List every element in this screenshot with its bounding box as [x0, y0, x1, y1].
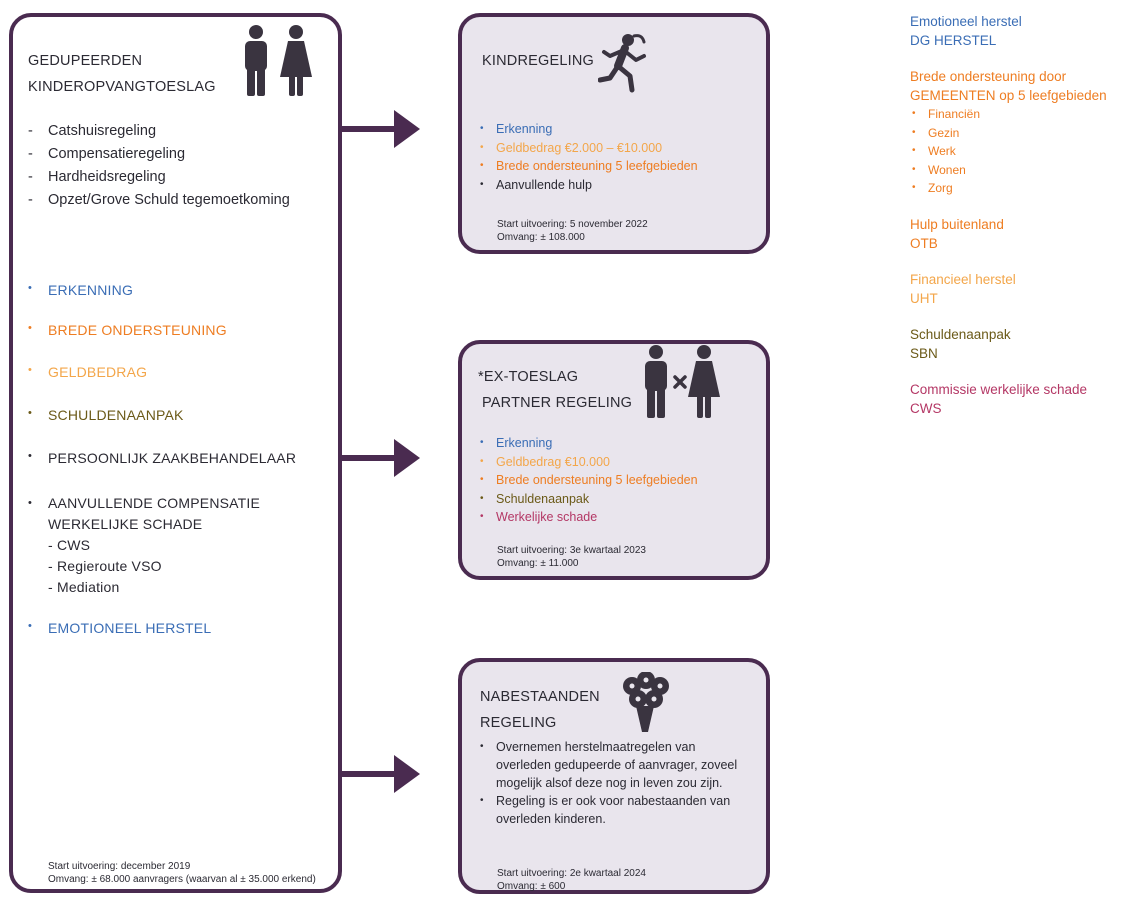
legend-line: Commissie werkelijke schade	[910, 381, 1088, 397]
legend-financieel: Financieel herstel UHT	[910, 270, 1125, 308]
legend-line: Schuldenaanpak	[910, 326, 1011, 342]
list-item: Werk	[910, 142, 1125, 161]
nabestaanden-title: NABESTAANDEN REGELING	[480, 684, 600, 736]
list-item: Financiën	[910, 105, 1125, 124]
list-item: Geldbedrag €10.000	[476, 453, 761, 472]
left-omvang-text: Omvang: ± 68.000 aanvragers (waarvan al …	[48, 874, 316, 885]
pillar-brede-ondersteuning: BREDE ONDERSTEUNING	[28, 322, 227, 338]
list-item: Brede ondersteuning 5 leefgebieden	[476, 157, 761, 176]
leefgebieden-list: Financiën Gezin Werk Wonen Zorg	[910, 105, 1125, 198]
flower-bouquet-icon	[623, 672, 669, 732]
list-item: - CWS	[48, 537, 91, 553]
list-item: Regeling is er ook voor nabestaanden van…	[476, 792, 746, 828]
nabestaanden-footer: Start uitvoering: 2e kwartaal 2024 Omvan…	[497, 867, 646, 893]
regelingen-list: Catshuisregeling Compensatieregeling Har…	[26, 120, 290, 212]
nabestaanden-items: Overnemen herstelmaatregelen van overled…	[476, 738, 746, 828]
legend-line: Financieel herstel	[910, 271, 1016, 287]
list-item: Erkenning	[476, 434, 761, 453]
kindregeling-items: Erkenning Geldbedrag €2.000 – €10.000 Br…	[476, 120, 761, 194]
compensatie-subitems: - CWS - Regieroute VSO - Mediation	[48, 535, 260, 598]
list-item: Geldbedrag €2.000 – €10.000	[476, 139, 761, 158]
legend-line: SBN	[910, 345, 938, 361]
arrow-to-kindregeling	[342, 110, 420, 148]
list-item: Wonen	[910, 161, 1125, 180]
man-woman-icon	[245, 25, 312, 96]
legend-schuldenaanpak: Schuldenaanpak SBN	[910, 325, 1125, 363]
running-child-icon	[598, 34, 646, 93]
kind-omvang-text: Omvang: ± 108.000	[497, 232, 585, 243]
ex-toeslag-title: *EX-TOESLAG PARTNER REGELING	[478, 364, 632, 416]
left-title-line2: KINDEROPVANGTOESLAG	[28, 79, 216, 95]
compensatie-line2: WERKELIJKE SCHADE	[48, 516, 203, 532]
legend-line: GEMEENTEN op 5 leefgebieden	[910, 88, 1107, 103]
ex-omvang-text: Omvang: ± 11.000	[497, 558, 579, 569]
legend-commissie: Commissie werkelijke schade CWS	[910, 380, 1125, 418]
ex-title-line2: PARTNER REGELING	[482, 395, 633, 411]
list-item: - Mediation	[48, 579, 120, 595]
arrow-to-nabestaanden	[342, 755, 420, 793]
kindregeling-title: KINDREGELING	[482, 53, 594, 69]
list-item: Aanvullende hulp	[476, 176, 761, 195]
list-item: Overnemen herstelmaatregelen van overled…	[476, 738, 746, 792]
pillar-persoonlijk-zaakbehandelaar: PERSOONLIJK ZAAKBEHANDELAAR	[28, 450, 296, 466]
legend-line: Brede ondersteuning door	[910, 69, 1067, 84]
ex-toeslag-items: Erkenning Geldbedrag €10.000 Brede onder…	[476, 434, 761, 527]
nab-start-text: Start uitvoering: 2e kwartaal 2024	[497, 868, 646, 879]
ex-toeslag-footer: Start uitvoering: 3e kwartaal 2023 Omvan…	[497, 544, 646, 570]
left-start-text: Start uitvoering: december 2019	[48, 861, 191, 872]
list-item: Erkenning	[476, 120, 761, 139]
separated-couple-icon	[645, 345, 720, 418]
nab-title-line2: REGELING	[480, 715, 557, 731]
legend-brede: Brede ondersteuning door GEMEENTEN op 5 …	[910, 67, 1125, 198]
list-item: Zorg	[910, 179, 1125, 198]
pillar-schuldenaanpak: SCHULDENAANPAK	[28, 407, 184, 423]
legend-line: Emotioneel herstel	[910, 14, 1022, 29]
organisation-legend: Emotioneel herstel DG HERSTEL Brede onde…	[910, 12, 1125, 435]
legend-line: Hulp buitenland	[910, 216, 1004, 232]
list-item: Brede ondersteuning 5 leefgebieden	[476, 471, 761, 490]
left-panel-footer: Start uitvoering: december 2019 Omvang: …	[48, 860, 338, 886]
list-item: Gezin	[910, 124, 1125, 143]
legend-hulp-buitenland: Hulp buitenland OTB	[910, 215, 1125, 253]
nab-title-line1: NABESTAANDEN	[480, 689, 600, 705]
legend-line: CWS	[910, 400, 942, 416]
nab-omvang-text: Omvang: ± 600	[497, 881, 566, 892]
pillar-erkenning: ERKENNING	[28, 282, 133, 298]
list-item: Schuldenaanpak	[476, 490, 761, 509]
arrow-to-ex-toeslag	[342, 439, 420, 477]
ex-title-line1: *EX-TOESLAG	[478, 369, 579, 385]
list-item: Hardheidsregeling	[26, 166, 290, 189]
ex-start-text: Start uitvoering: 3e kwartaal 2023	[497, 545, 646, 556]
legend-line: UHT	[910, 290, 938, 306]
kind-start-text: Start uitvoering: 5 november 2022	[497, 219, 648, 230]
left-title-line1: GEDUPEERDEN	[28, 53, 143, 69]
legend-line: DG HERSTEL	[910, 33, 997, 48]
list-item: Opzet/Grove Schuld tegemoetkoming	[26, 189, 290, 212]
list-item: Werkelijke schade	[476, 508, 761, 527]
legend-line: OTB	[910, 235, 938, 251]
list-item: Compensatieregeling	[26, 143, 290, 166]
kindregeling-footer: Start uitvoering: 5 november 2022 Omvang…	[497, 218, 648, 244]
left-panel-title: GEDUPEERDEN KINDEROPVANGTOESLAG	[28, 48, 216, 100]
pillar-aanvullende-compensatie: AANVULLENDE COMPENSATIE WERKELIJKE SCHAD…	[28, 493, 260, 598]
legend-emotioneel: Emotioneel herstel DG HERSTEL	[910, 12, 1125, 50]
pillar-geldbedrag: GELDBEDRAG	[28, 364, 147, 380]
compensatie-line1: AANVULLENDE COMPENSATIE	[48, 495, 261, 511]
list-item: Catshuisregeling	[26, 120, 290, 143]
pillar-emotioneel-herstel: EMOTIONEEL HERSTEL	[28, 620, 211, 636]
list-item: - Regieroute VSO	[48, 558, 162, 574]
